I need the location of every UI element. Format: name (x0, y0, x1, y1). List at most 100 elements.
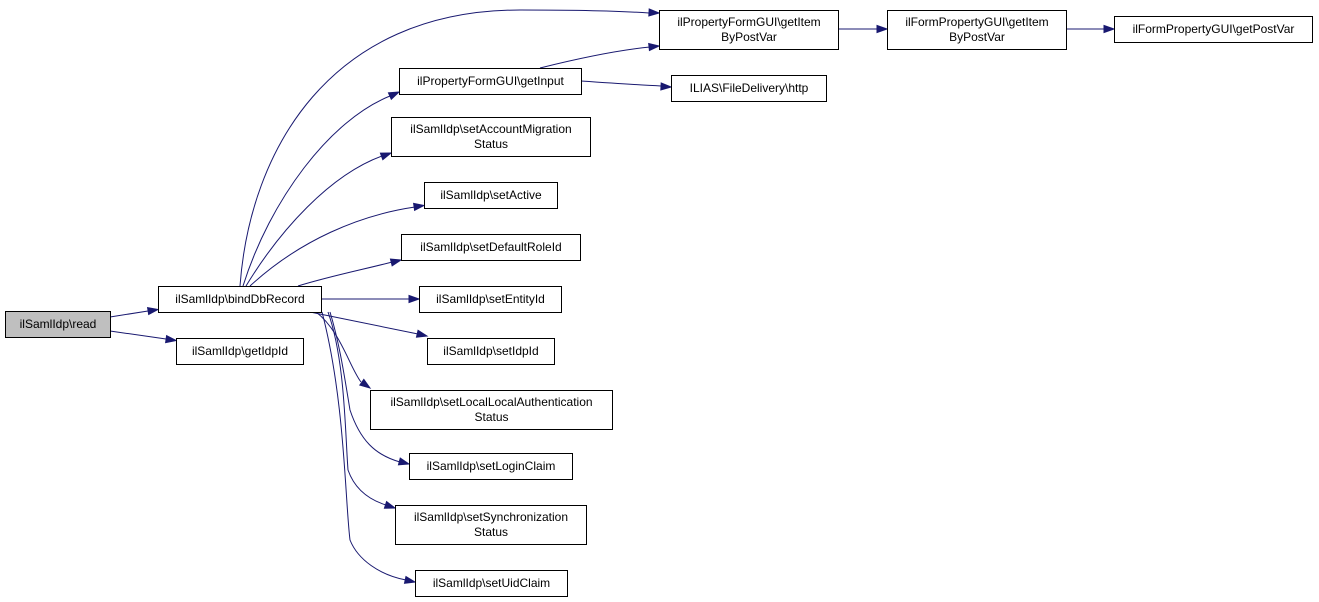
node-box[interactable] (1114, 16, 1313, 43)
arrowhead-icon (165, 334, 178, 344)
node-label: ilSamlIdp\setDefaultRoleId (420, 240, 561, 254)
node-label: ilFormPropertyGUI\getPostVar (1133, 22, 1295, 36)
node-set-local-local-authentication-status[interactable]: ilSamlIdp\setLocalLocalAuthenticationSta… (370, 390, 613, 430)
node-read[interactable]: ilSamlIdp\read (5, 311, 111, 338)
node-label: ilSamlIdp\setSynchronization (414, 510, 568, 524)
edge-pfg-get-item-by-post-var-to-fpg-get-item-by-post-var (838, 24, 889, 34)
arrowhead-icon (403, 575, 417, 584)
edge-pfg-get-input-to-pfg-get-item-by-post-var (539, 42, 661, 69)
node-label: Status (474, 525, 508, 539)
node-set-entity-id[interactable]: ilSamlIdp\setEntityId (419, 286, 562, 313)
arrowhead-icon (413, 202, 426, 212)
edge-bind-db-record-to-set-synchronization-status (327, 311, 397, 509)
node-box[interactable] (427, 338, 555, 365)
node-set-login-claim[interactable]: ilSamlIdp\setLoginClaim (409, 453, 573, 480)
edge-bind-db-record-to-set-local-local-authentication-status (315, 311, 372, 389)
node-set-active[interactable]: ilSamlIdp\setActive (424, 182, 558, 209)
arrowhead-icon (379, 152, 393, 161)
arrowhead-icon (358, 378, 372, 389)
node-file-delivery-http[interactable]: ILIAS\FileDelivery\http (671, 75, 827, 102)
edges-layer (109, 8, 1116, 584)
edge-line (321, 311, 407, 581)
arrowhead-icon (648, 42, 661, 52)
arrowhead-icon (415, 329, 429, 338)
node-label: ilSamlIdp\setLocalLocalAuthentication (390, 395, 592, 409)
edge-bind-db-record-to-pfg-get-item-by-post-var (239, 8, 661, 287)
edge-line (327, 311, 387, 506)
node-label: Status (474, 410, 508, 424)
edge-bind-db-record-to-set-default-role-id (297, 258, 403, 287)
edge-line (239, 9, 650, 287)
node-label: ilSamlIdp\setAccountMigration (410, 122, 571, 136)
node-label: ilSamlIdp\setLoginClaim (427, 459, 556, 473)
edge-line (329, 311, 401, 463)
node-box[interactable] (399, 68, 582, 95)
node-label: ilSamlIdp\setIdpId (443, 344, 538, 358)
node-label: ilSamlIdp\getIdpId (192, 344, 288, 358)
node-label: ilFormPropertyGUI\getItem (905, 15, 1048, 29)
node-get-idp-id[interactable]: ilSamlIdp\getIdpId (176, 338, 304, 365)
node-box[interactable] (158, 286, 322, 313)
arrowhead-icon (397, 457, 411, 466)
arrowhead-icon (408, 294, 421, 304)
edge-line (242, 95, 391, 287)
edge-line (539, 46, 651, 69)
edge-line (297, 261, 393, 287)
node-box[interactable] (401, 234, 581, 261)
edge-read-to-bind-db-record (109, 306, 160, 318)
arrowhead-icon (660, 82, 673, 91)
edge-pfg-get-input-to-file-delivery-http (580, 80, 673, 91)
edge-line (109, 310, 149, 318)
node-box[interactable] (887, 10, 1067, 50)
node-set-uid-claim[interactable]: ilSamlIdp\setUidClaim (415, 570, 568, 597)
node-bind-db-record[interactable]: ilSamlIdp\bindDbRecord (158, 286, 322, 313)
arrowhead-icon (383, 500, 397, 509)
edge-read-to-get-idp-id (109, 330, 178, 344)
node-label: ilSamlIdp\bindDbRecord (175, 292, 304, 306)
edge-line (109, 330, 167, 340)
arrowhead-icon (387, 91, 401, 101)
edge-fpg-get-item-by-post-var-to-fpg-get-post-var (1066, 24, 1116, 34)
node-label: ilSamlIdp\setEntityId (436, 292, 545, 306)
node-label: ilPropertyFormGUI\getItem (677, 15, 820, 29)
edge-bind-db-record-to-set-entity-id (321, 294, 421, 304)
node-box[interactable] (409, 453, 573, 480)
node-label: ByPostVar (949, 30, 1005, 44)
arrowhead-icon (648, 8, 661, 17)
node-label: ilPropertyFormGUI\getInput (417, 74, 564, 88)
node-box[interactable] (424, 182, 558, 209)
arrowhead-icon (1103, 24, 1116, 34)
node-fpg-get-post-var[interactable]: ilFormPropertyGUI\getPostVar (1114, 16, 1313, 43)
edge-bind-db-record-to-set-login-claim (329, 311, 411, 466)
node-box[interactable] (395, 505, 587, 545)
edge-bind-db-record-to-pfg-get-input (242, 91, 401, 287)
node-box[interactable] (176, 338, 304, 365)
arrowhead-icon (389, 258, 403, 267)
node-box[interactable] (370, 390, 613, 430)
edge-line (245, 155, 383, 287)
edge-bind-db-record-to-set-active (249, 202, 426, 287)
node-pfg-get-input[interactable]: ilPropertyFormGUI\getInput (399, 68, 582, 95)
node-box[interactable] (391, 117, 591, 157)
node-label: ILIAS\FileDelivery\http (690, 81, 809, 95)
node-label: ByPostVar (721, 30, 777, 44)
edge-line (249, 206, 416, 287)
node-label: ilSamlIdp\setActive (440, 188, 542, 202)
arrowhead-icon (146, 306, 160, 316)
node-box[interactable] (5, 311, 111, 338)
node-label: Status (474, 137, 508, 151)
node-box[interactable] (419, 286, 562, 313)
node-label: ilSamlIdp\setUidClaim (433, 576, 550, 590)
node-box[interactable] (659, 10, 839, 50)
arrowhead-icon (876, 24, 889, 34)
node-set-idp-id[interactable]: ilSamlIdp\setIdpId (427, 338, 555, 365)
node-box[interactable] (415, 570, 568, 597)
nodes-layer: ilSamlIdp\read ilSamlIdp\bindDbRecord ilSa… (5, 10, 1313, 597)
node-box[interactable] (671, 75, 827, 102)
node-set-default-role-id[interactable]: ilSamlIdp\setDefaultRoleId (401, 234, 581, 261)
